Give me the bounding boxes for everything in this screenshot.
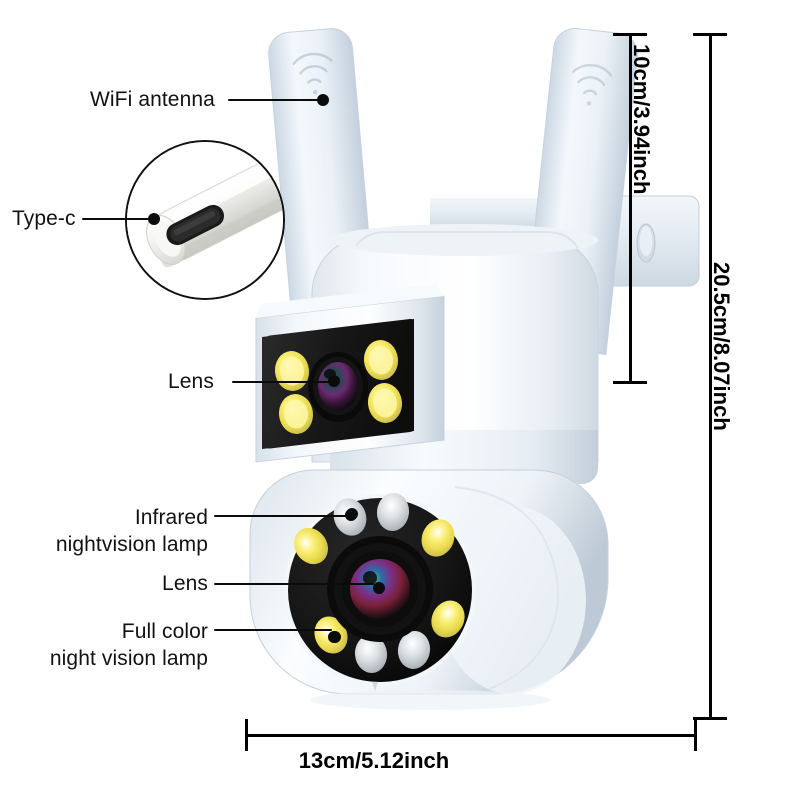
dimension-tick-bottom	[693, 717, 727, 720]
callout-line: Lens	[168, 370, 214, 393]
callout-infrared-lamp-label: Infrared nightvision lamp	[20, 504, 208, 558]
callout-wifi-antenna-label: WiFi antenna	[90, 86, 215, 113]
callout-full-color-lamp-label: Full color night vision lamp	[10, 618, 208, 672]
callout-lens-top-label: Lens	[168, 368, 214, 395]
callout-line: Lens	[162, 572, 208, 595]
callout-line: nightvision lamp	[55, 533, 208, 556]
leader-dot-icon	[345, 509, 357, 521]
callout-lens-dome-leader	[214, 583, 374, 586]
callout-line: WiFi antenna	[90, 88, 215, 111]
callout-line: night vision lamp	[49, 647, 208, 670]
callout-lens-top-leader	[232, 381, 334, 384]
callout-lens-dome-label: Lens	[20, 570, 208, 597]
callout-line: Type-c	[12, 207, 76, 230]
leader-dot-icon	[317, 94, 329, 106]
leader-dot-icon	[148, 213, 160, 225]
leader-dot-icon	[373, 582, 385, 594]
leader-dot-icon	[329, 631, 341, 643]
dimension-antenna-height-value: 10cm/3.94inch	[629, 44, 654, 195]
callout-type-c-leader	[82, 218, 154, 221]
callout-full-color-lamp-leader	[214, 629, 332, 632]
callout-wifi-antenna-leader	[228, 99, 324, 102]
dimension-line	[245, 734, 696, 737]
dimension-line	[629, 33, 632, 383]
dimension-total-width-value: 13cm/5.12inch	[298, 748, 450, 773]
camera-dome	[249, 469, 609, 695]
type-c-closeup-inset	[125, 140, 285, 300]
callout-type-c-label: Type-c	[12, 205, 76, 232]
dimension-line	[709, 33, 712, 719]
type-c-port-art	[127, 142, 283, 298]
front-lens-module	[255, 284, 445, 463]
callout-line: Full color	[121, 620, 208, 643]
dimension-tick-right	[694, 719, 697, 751]
dimension-total-height-value: 20.5cm/8.07inch	[709, 262, 734, 431]
callout-line: Infrared	[134, 506, 208, 529]
callout-infrared-lamp-leader	[214, 515, 348, 518]
leader-dot-icon	[328, 375, 340, 387]
dimension-tick-bottom	[613, 381, 647, 384]
